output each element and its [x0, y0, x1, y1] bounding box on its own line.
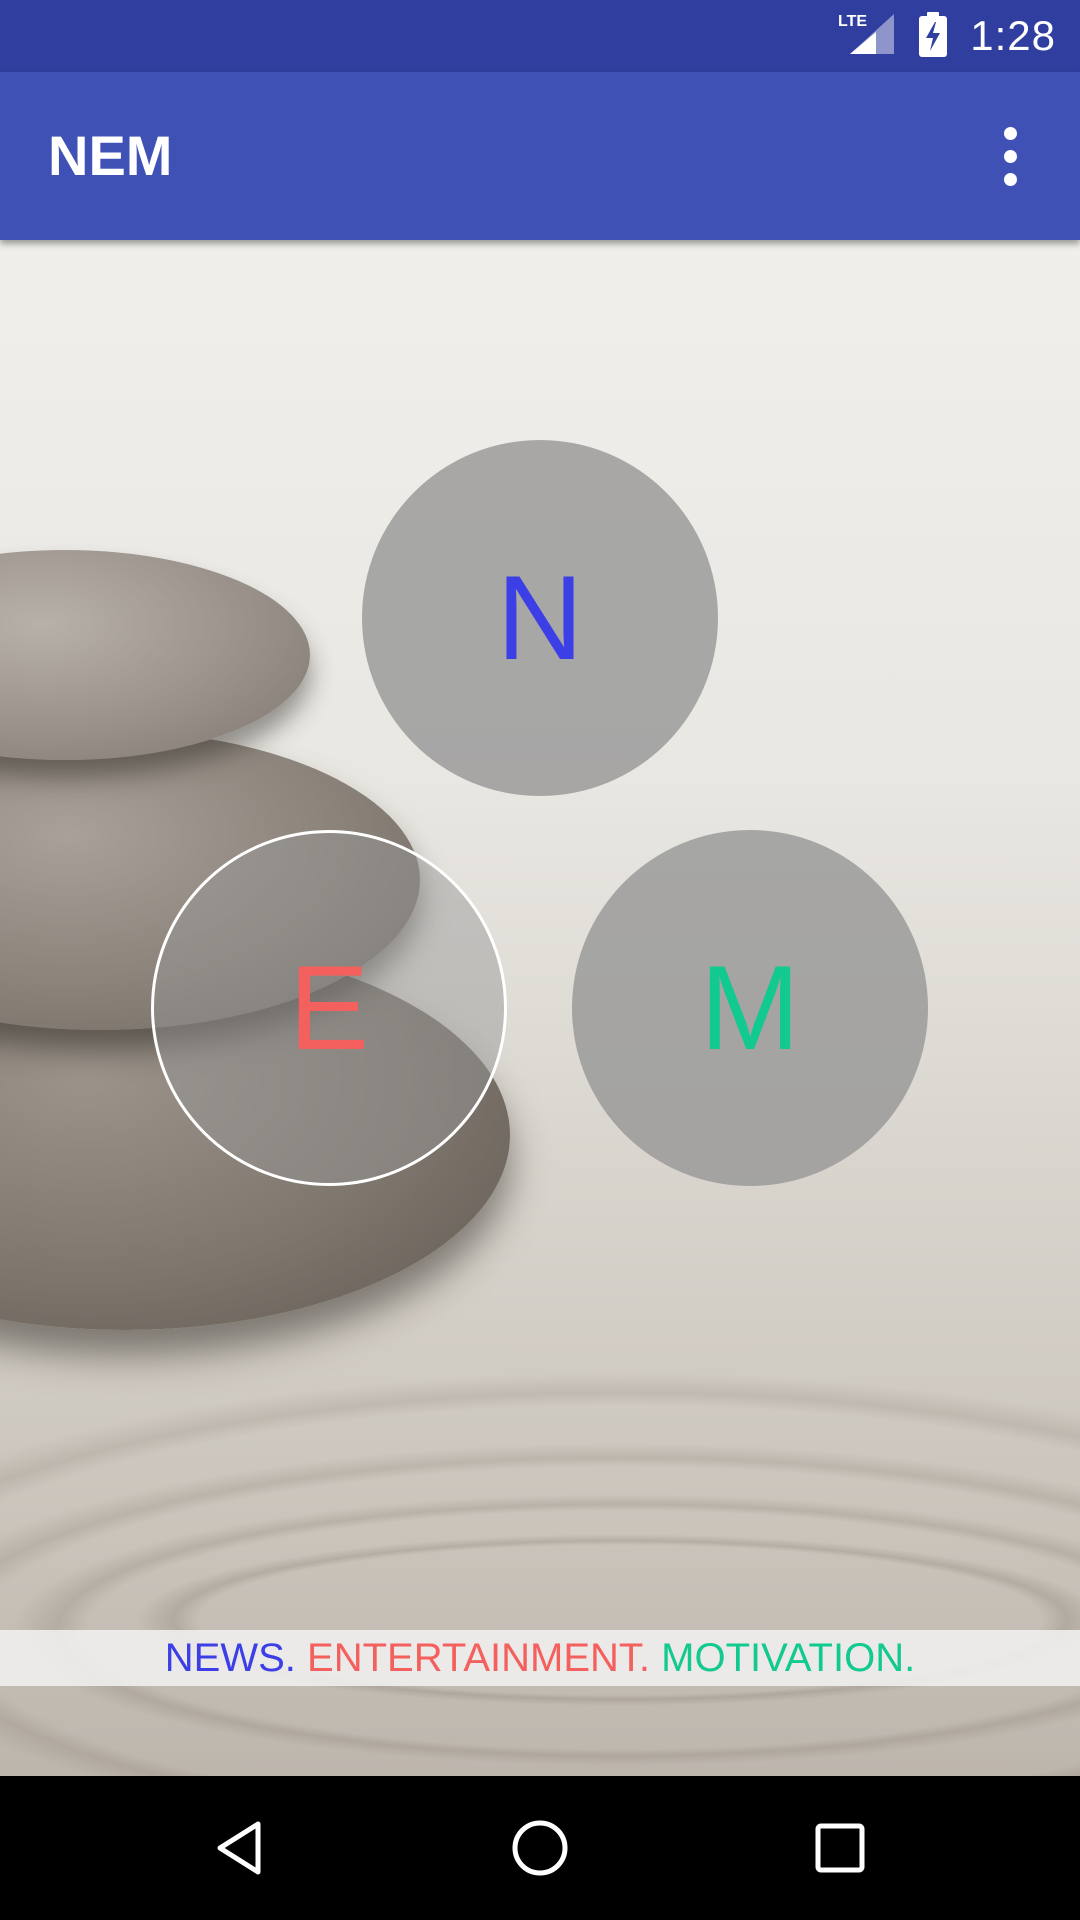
- back-icon: [217, 1821, 261, 1875]
- tagline-news: NEWS.: [164, 1636, 296, 1680]
- status-bar: LTE 1:28: [0, 0, 1080, 72]
- motivation-letter: M: [700, 941, 800, 1075]
- overflow-dot: [1003, 172, 1017, 186]
- status-icons: LTE 1:28: [836, 0, 1056, 72]
- tagline-entertainment: ENTERTAINMENT.: [307, 1636, 651, 1680]
- home-icon: [512, 1820, 568, 1876]
- overflow-dot: [1003, 126, 1017, 140]
- network-type-label: LTE: [838, 13, 867, 30]
- entertainment-circle-button[interactable]: E: [151, 830, 507, 1186]
- navigation-bar: [0, 1776, 1080, 1920]
- news-letter: N: [496, 551, 584, 685]
- entertainment-letter: E: [288, 941, 370, 1075]
- background-image: N E M NEWS. ENTERTAINMENT. MOTIVATION.: [0, 240, 1080, 1776]
- back-button[interactable]: [190, 1798, 290, 1898]
- news-circle-button[interactable]: N: [362, 440, 718, 796]
- battery-charging-icon: [918, 10, 948, 63]
- app-title: NEM: [48, 124, 173, 187]
- motivation-circle-button[interactable]: M: [572, 830, 928, 1186]
- tagline-motivation: MOTIVATION.: [661, 1636, 916, 1680]
- recents-icon: [815, 1823, 865, 1873]
- recents-button[interactable]: [790, 1798, 890, 1898]
- tagline-bar: NEWS. ENTERTAINMENT. MOTIVATION.: [0, 1630, 1080, 1686]
- more-vert-icon[interactable]: [968, 114, 1052, 198]
- signal-icon: LTE: [836, 10, 896, 63]
- status-time: 1:28: [970, 12, 1056, 59]
- background-stone: [0, 550, 310, 760]
- overflow-dot: [1003, 149, 1017, 163]
- home-button[interactable]: [490, 1798, 590, 1898]
- app-bar: NEM: [0, 72, 1080, 240]
